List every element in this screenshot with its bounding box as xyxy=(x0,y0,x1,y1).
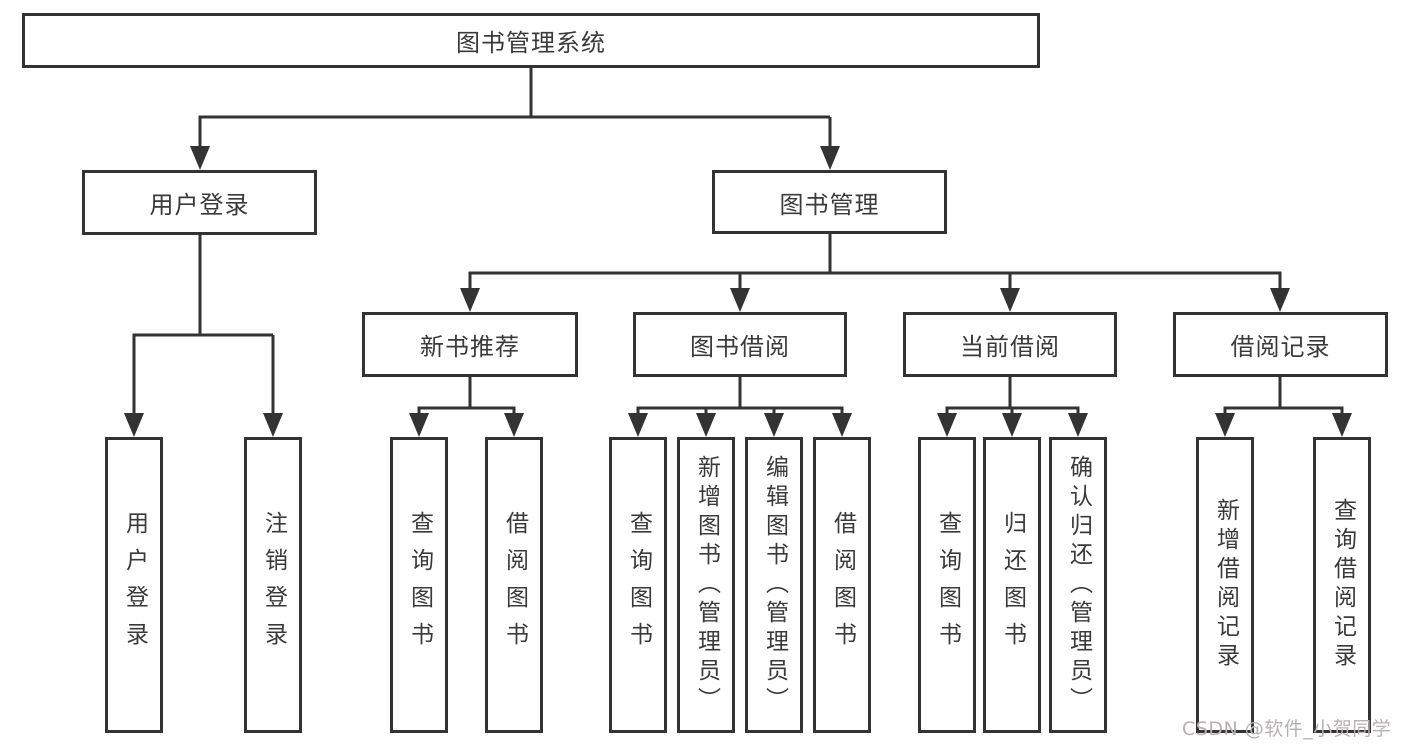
leaf-current-query-books: 查询图书 xyxy=(918,437,976,733)
leaf-confirm-return-admin: 确认归还（管理员） xyxy=(1049,437,1107,733)
leaf-newbooks-borrow-books-label: 借阅图书 xyxy=(501,511,528,659)
leaf-add-borrow-record-label: 新增借阅记录 xyxy=(1212,498,1239,672)
leaf-confirm-return-admin-label: 确认归还（管理员） xyxy=(1065,454,1092,716)
leaf-newbooks-query-books: 查询图书 xyxy=(390,437,448,733)
leaf-edit-books-admin: 编辑图书（管理员） xyxy=(745,437,803,733)
leaf-edit-books-admin-label: 编辑图书（管理员） xyxy=(761,454,788,716)
node-book-borrow-label: 图书借阅 xyxy=(690,333,790,361)
leaf-add-books-admin-label: 新增图书（管理员） xyxy=(693,454,720,716)
leaf-newbooks-borrow-books: 借阅图书 xyxy=(485,437,543,733)
connector-bookmgmt-to-level3 xyxy=(460,234,1290,312)
connector-root-to-level2 xyxy=(190,68,840,170)
node-book-borrow: 图书借阅 xyxy=(633,312,847,377)
node-new-book-recommend: 新书推荐 xyxy=(362,312,578,377)
connector-userlogin-to-leaves xyxy=(124,235,283,437)
node-book-management-label: 图书管理 xyxy=(779,190,880,219)
connector-bookborrow-to-leaves xyxy=(628,377,852,437)
leaf-borrow-borrow-books-label: 借阅图书 xyxy=(829,511,856,659)
node-user-login-label: 用户登录 xyxy=(149,191,250,219)
leaf-logout: 注销登录 xyxy=(244,437,302,733)
leaf-borrow-query-books: 查询图书 xyxy=(609,437,667,733)
connector-newbooks-to-leaves xyxy=(409,377,524,437)
leaf-user-login-label: 用户登录 xyxy=(121,511,148,659)
leaf-add-borrow-record: 新增借阅记录 xyxy=(1196,437,1254,733)
leaf-query-borrow-record: 查询借阅记录 xyxy=(1313,437,1371,733)
node-book-management: 图书管理 xyxy=(712,170,947,234)
csdn-watermark: CSDN @软件_小贺同学 xyxy=(1182,718,1392,740)
leaf-current-query-books-label: 查询图书 xyxy=(934,511,961,659)
leaf-return-books: 归还图书 xyxy=(983,437,1041,733)
leaf-query-borrow-record-label: 查询借阅记录 xyxy=(1329,498,1356,672)
leaf-user-login: 用户登录 xyxy=(105,437,163,733)
node-current-borrow-label: 当前借阅 xyxy=(960,333,1060,361)
node-user-login: 用户登录 xyxy=(82,170,317,235)
node-root-label: 图书管理系统 xyxy=(456,29,606,57)
node-borrow-records-label: 借阅记录 xyxy=(1230,333,1331,361)
connector-currentborrow-to-leaves xyxy=(937,377,1088,437)
leaf-borrow-query-books-label: 查询图书 xyxy=(625,511,652,659)
leaf-return-books-label: 归还图书 xyxy=(999,511,1026,659)
leaf-logout-label: 注销登录 xyxy=(260,511,287,659)
node-current-borrow: 当前借阅 xyxy=(903,312,1117,377)
leaf-add-books-admin: 新增图书（管理员） xyxy=(677,437,735,733)
node-borrow-records: 借阅记录 xyxy=(1173,312,1388,377)
connector-borrowrecords-to-leaves xyxy=(1215,377,1352,437)
node-root: 图书管理系统 xyxy=(22,13,1040,68)
leaf-newbooks-query-books-label: 查询图书 xyxy=(406,511,433,659)
leaf-borrow-borrow-books: 借阅图书 xyxy=(813,437,871,733)
node-new-book-recommend-label: 新书推荐 xyxy=(420,333,520,361)
